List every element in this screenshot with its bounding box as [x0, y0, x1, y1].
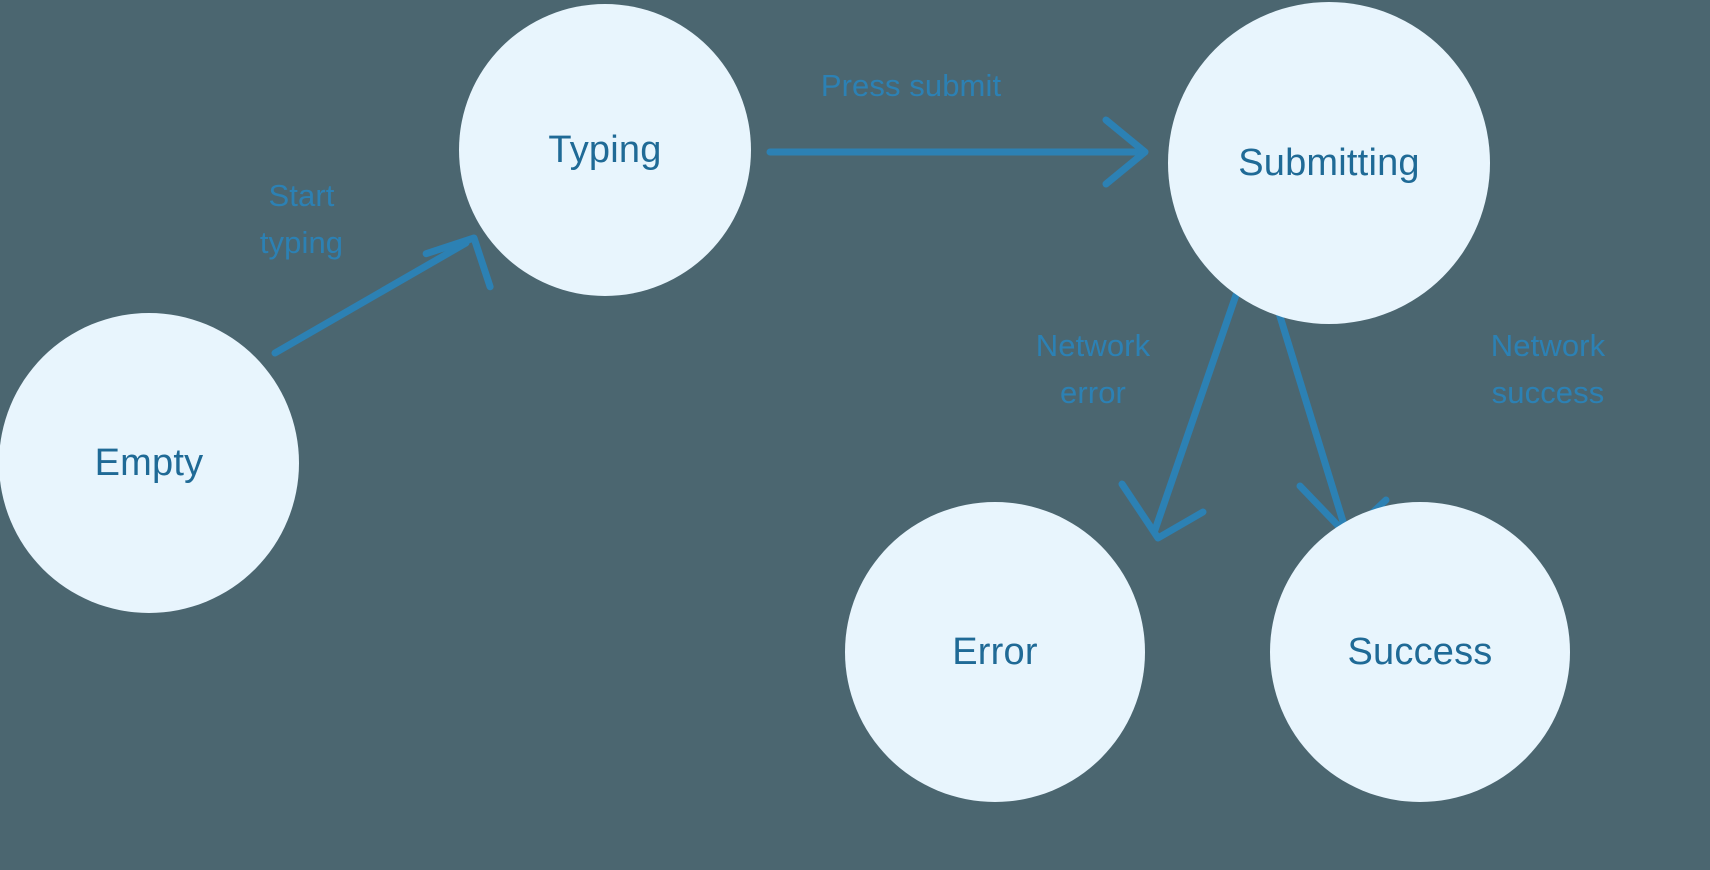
state-node-error-label: Error — [952, 630, 1038, 673]
edge-label-start-typing: Start typing — [224, 172, 379, 266]
edge-label-network-error: Network error — [1008, 322, 1178, 416]
state-node-typing[interactable]: Typing — [459, 4, 751, 296]
edge-start-typing — [271, 234, 494, 357]
edge-label-network-success: Network success — [1463, 322, 1633, 416]
state-node-submitting[interactable]: Submitting — [1168, 2, 1490, 324]
state-node-typing-label: Typing — [548, 128, 662, 171]
edge-network-error — [1118, 291, 1240, 542]
state-node-submitting-label: Submitting — [1238, 141, 1420, 184]
edge-label-network-success-line-1: Network — [1490, 328, 1606, 363]
edge-label-network-success-line-2: success — [1491, 375, 1605, 411]
state-node-error[interactable]: Error — [845, 502, 1145, 802]
state-node-empty-label: Empty — [94, 441, 204, 484]
edge-label-press-submit: Press submit — [800, 62, 1022, 109]
edge-label-network-error-line-2: error — [1060, 375, 1126, 411]
edge-press-submit — [766, 116, 1149, 188]
edge-network-success — [1271, 296, 1390, 540]
edge-label-start-typing-line-2: typing — [259, 225, 344, 261]
edge-label-start-typing-line-1: Start — [268, 178, 335, 213]
state-node-success[interactable]: Success — [1270, 502, 1570, 802]
state-node-empty[interactable]: Empty — [0, 313, 299, 613]
edge-label-press-submit-line-1: Press submit — [820, 68, 1002, 103]
edge-label-network-error-line-1: Network — [1035, 328, 1151, 363]
state-node-success-label: Success — [1347, 630, 1493, 673]
